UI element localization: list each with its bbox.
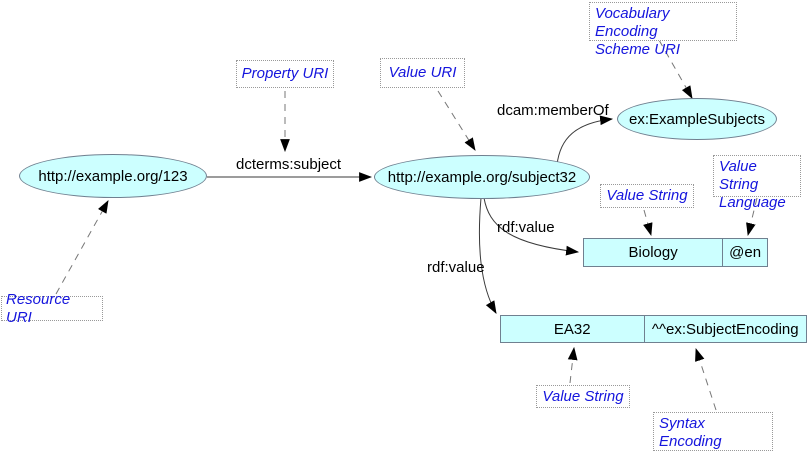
edge-label-rdf-value-bottom: rdf:value [427, 259, 485, 276]
leader-vocab-encoding-scheme-uri [658, 39, 693, 99]
annotation-property-uri: Property URI [236, 60, 334, 88]
edge-label-rdf-value-top: rdf:value [497, 219, 555, 236]
value-uri-node-label: http://example.org/subject32 [387, 168, 577, 186]
leader-value-string-language [746, 197, 758, 237]
vocab-scheme-node-label: ex:ExampleSubjects [629, 110, 765, 128]
vocab-scheme-node: ex:ExampleSubjects [617, 98, 777, 140]
edge-dcam-memberof-arrow [556, 115, 614, 166]
edge-label-dcam-memberof: dcam:memberOf [497, 102, 609, 119]
literal-biology-value: Biology [584, 239, 724, 266]
annotation-resource-uri: Resource URI [1, 291, 103, 326]
edge-rdf-value-top-arrow [483, 197, 580, 256]
literal-ea32-value: EA32 [501, 316, 645, 342]
literal-biology-language: @en [729, 244, 762, 261]
literal-ea32: EA32 ^^ex:SubjectEncoding [500, 315, 807, 343]
edge-rdf-value-bottom-arrow [478, 197, 497, 314]
leader-value-string-top [643, 209, 653, 237]
resource-node: http://example.org/123 [19, 154, 207, 198]
resource-node-label: http://example.org/123 [38, 167, 188, 185]
annotation-value-string-language: Value String Language [713, 155, 801, 211]
annotation-vocab-encoding-scheme-uri: Vocabulary Encoding Scheme URI [589, 2, 737, 58]
leader-value-uri [437, 90, 476, 151]
edge-label-dcterms-subject: dcterms:subject [236, 156, 342, 173]
annotation-value-uri: Value URI [380, 58, 465, 88]
annotation-value-string-bottom: Value String [536, 385, 630, 408]
leader-value-string-bottom [567, 346, 578, 384]
leader-syntax-encoding-scheme-uri [695, 347, 717, 411]
value-uri-node: http://example.org/subject32 [374, 155, 590, 199]
leader-resource-uri [55, 200, 109, 295]
literal-ea32-datatype: ^^ex:SubjectEncoding [651, 320, 799, 338]
literal-biology: Biology @en [583, 238, 768, 267]
annotation-syntax-encoding-scheme-uri: Syntax Encoding Scheme URI [653, 412, 773, 452]
annotation-value-string-top: Value String [600, 184, 694, 208]
